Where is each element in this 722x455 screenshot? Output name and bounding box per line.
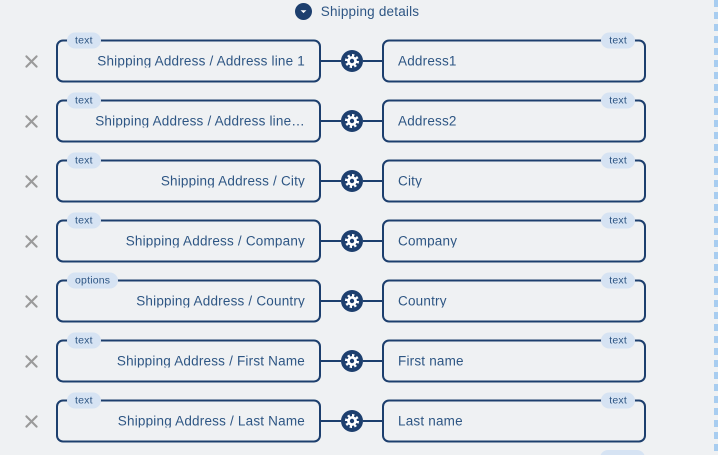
section-header: Shipping details [0, 0, 714, 22]
chevron-down-icon[interactable] [294, 2, 312, 20]
connector-line-left [321, 360, 341, 362]
source-field-label: Shipping Address / Country [136, 294, 305, 308]
source-type-badge: text [67, 392, 101, 409]
source-field-label: Shipping Address / Address line 1 [97, 54, 305, 68]
source-type-badge: text [67, 152, 101, 169]
connector-line-left [321, 180, 341, 182]
close-icon[interactable] [21, 171, 41, 191]
close-icon[interactable] [21, 231, 41, 251]
target-field-label: Last name [398, 414, 463, 428]
mapping-connector [321, 50, 382, 72]
close-icon[interactable] [21, 291, 41, 311]
source-field-label: Shipping Address / Last Name [117, 414, 305, 428]
gear-icon[interactable] [340, 290, 363, 312]
gear-icon[interactable] [340, 230, 363, 252]
target-type-badge: text [601, 392, 635, 409]
connector-line-left [321, 60, 341, 62]
gear-icon[interactable] [340, 170, 363, 192]
mapping-connector [321, 410, 382, 432]
gear-icon[interactable] [340, 50, 363, 72]
connector-line-right [362, 420, 382, 422]
close-icon[interactable] [21, 351, 41, 371]
target-field-label: Address1 [398, 54, 457, 68]
target-type-badge: text [601, 332, 635, 349]
source-type-badge: text [67, 212, 101, 229]
source-field-label: Shipping Address / First Name [116, 354, 305, 368]
mapping-connector [321, 170, 382, 192]
connector-line-left [321, 420, 341, 422]
connector-line-left [321, 120, 341, 122]
target-field-label: Country [398, 294, 447, 308]
gear-icon[interactable] [340, 410, 363, 432]
mapping-connector [321, 290, 382, 312]
connector-line-right [362, 360, 382, 362]
connector-line-left [321, 240, 341, 242]
gear-icon[interactable] [340, 110, 363, 132]
next-row-partial-badge [600, 450, 645, 455]
target-field-label: Address2 [398, 114, 457, 128]
connector-line-right [362, 60, 382, 62]
source-field-label: Shipping Address / Company [125, 234, 305, 248]
connector-line-right [362, 120, 382, 122]
right-gutter [718, 0, 722, 455]
target-type-badge: text [601, 92, 635, 109]
mapping-connector [321, 110, 382, 132]
right-dashed-rail [714, 0, 718, 455]
source-type-badge: text [67, 32, 101, 49]
gear-icon[interactable] [340, 350, 363, 372]
close-icon[interactable] [21, 51, 41, 71]
close-icon[interactable] [21, 111, 41, 131]
target-field-label: First name [398, 354, 464, 368]
close-icon[interactable] [21, 411, 41, 431]
connector-line-right [362, 240, 382, 242]
source-type-badge: text [67, 332, 101, 349]
connector-line-right [362, 180, 382, 182]
connector-line-right [362, 300, 382, 302]
target-type-badge: text [601, 212, 635, 229]
target-field-label: Company [398, 234, 458, 248]
source-type-badge: text [67, 92, 101, 109]
target-type-badge: text [601, 32, 635, 49]
source-field-label: Shipping Address / City [160, 174, 305, 188]
source-type-badge: options [67, 272, 119, 289]
target-field-label: City [398, 174, 423, 188]
mapping-connector [321, 350, 382, 372]
connector-line-left [321, 300, 341, 302]
mapping-connector [321, 230, 382, 252]
target-type-badge: text [601, 152, 635, 169]
source-field-label: Shipping Address / Address line… [95, 114, 305, 128]
target-type-badge: text [601, 272, 635, 289]
section-title: Shipping details [320, 3, 420, 19]
